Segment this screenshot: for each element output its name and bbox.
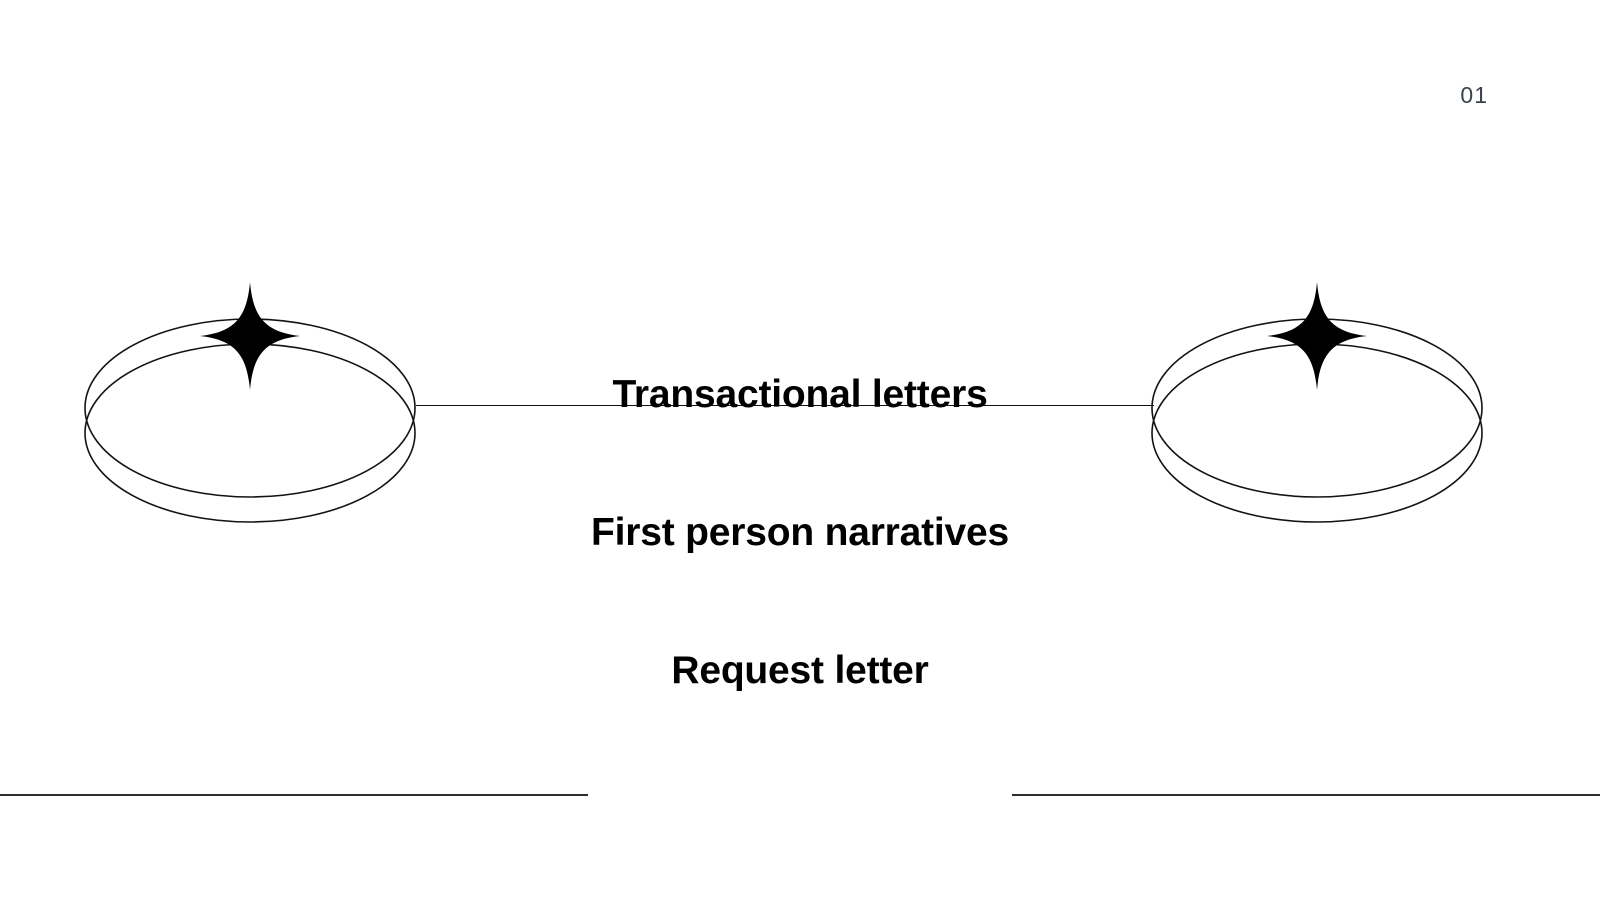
ring-right-svg xyxy=(1151,282,1483,523)
footer-rule-right xyxy=(1012,794,1600,796)
ring-left-svg xyxy=(84,282,416,523)
page-number: 01 xyxy=(1460,82,1488,108)
connector-line xyxy=(416,405,1154,406)
headline-block: Transactional letters First person narra… xyxy=(0,280,1600,786)
headline-line-1: Transactional letters xyxy=(612,373,988,416)
sparkle-star-icon xyxy=(200,282,300,390)
double-ellipse-ring-left xyxy=(68,270,488,540)
footer-rule-left xyxy=(0,794,588,796)
sparkle-star-icon xyxy=(1267,282,1367,390)
double-ellipse-ring-right xyxy=(1135,270,1555,540)
headline-line-3: Request letter xyxy=(671,649,929,692)
headline-line-2: First person narratives xyxy=(590,511,1010,554)
